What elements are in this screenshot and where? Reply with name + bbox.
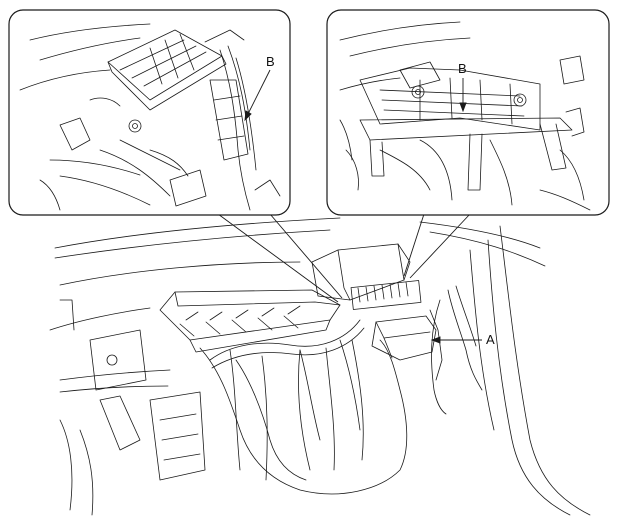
callout-label-a: A (486, 332, 495, 347)
detail-inset-right-frame (327, 10, 609, 215)
leader-b-right (460, 78, 466, 111)
leader-a (432, 337, 482, 343)
callout-connector-lines (218, 214, 470, 302)
main-view (50, 218, 590, 515)
callout-label-b-right: B (458, 61, 467, 76)
detail-inset-left-frame (9, 10, 290, 215)
bracket-a (372, 316, 436, 360)
wiring-harness (210, 320, 360, 360)
heater-duct-top (312, 244, 404, 300)
detail-inset-right-drawing (340, 22, 590, 210)
leader-b-left (245, 70, 270, 120)
callout-label-b-left: B (266, 54, 275, 69)
detail-inset-left-drawing (20, 24, 280, 210)
